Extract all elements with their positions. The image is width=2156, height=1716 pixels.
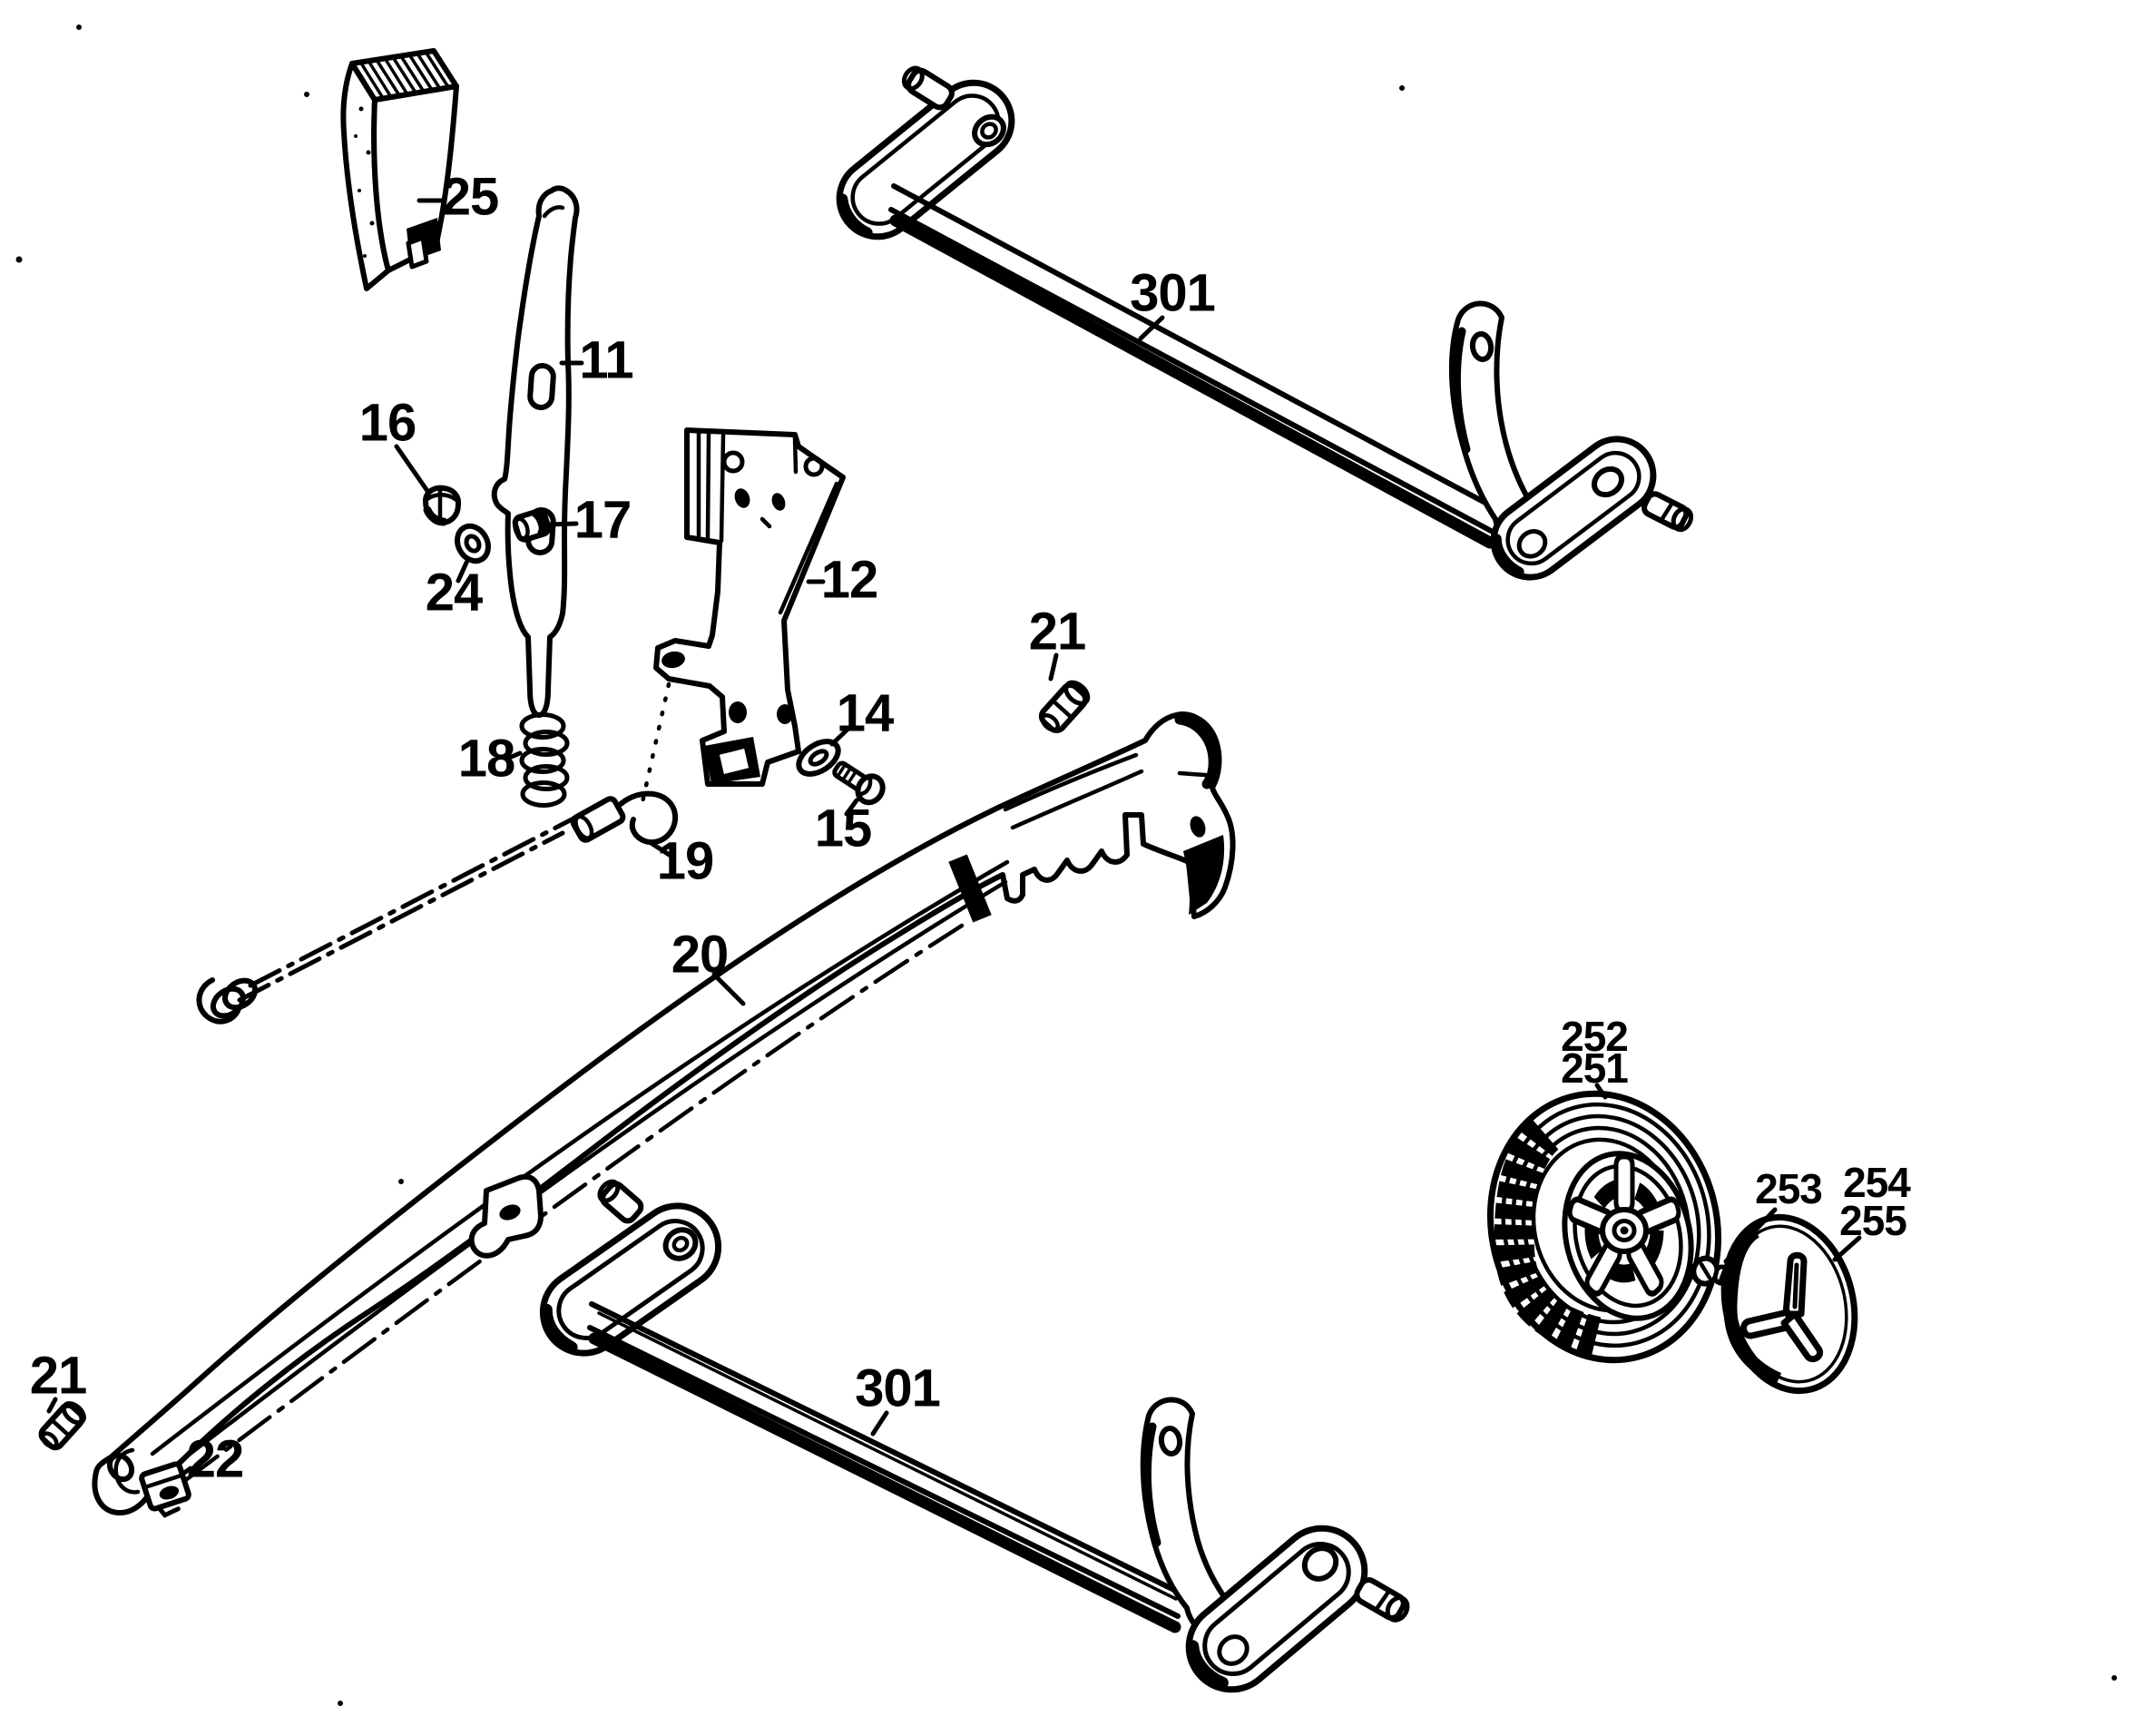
part-17-bolt xyxy=(512,508,552,543)
callout-301-bottom: 301 xyxy=(855,1358,940,1417)
callout-254: 254 xyxy=(1843,1159,1911,1206)
callout-labels: 25 11 16 17 24 12 18 14 15 19 20 21 21 2… xyxy=(30,167,1913,1488)
part-11-adjuster-lever xyxy=(491,185,580,718)
callout-12: 12 xyxy=(821,550,878,609)
callout-14: 14 xyxy=(837,683,894,742)
arm-head-hole xyxy=(1190,816,1206,838)
part-18-spring xyxy=(519,712,570,808)
callout-21-upper: 21 xyxy=(1029,602,1086,661)
part-21-bolt-upper xyxy=(1038,680,1091,733)
part-25-grip-cover xyxy=(340,48,459,291)
axle-bottom-right-stud xyxy=(1354,1577,1410,1623)
callout-21-lower: 21 xyxy=(30,1346,87,1405)
axle-bar-shadow xyxy=(588,1332,1181,1633)
callout-24: 24 xyxy=(426,563,483,622)
callout-15: 15 xyxy=(815,799,872,858)
bracket-hole-right xyxy=(803,456,825,477)
callout-19: 19 xyxy=(657,831,714,890)
callout-255: 255 xyxy=(1839,1197,1906,1244)
arm-head-details xyxy=(1003,714,1225,915)
part-254-255-hubcap xyxy=(1720,1213,1858,1395)
part-15-screw xyxy=(832,760,886,806)
bracket-tab-hole xyxy=(662,651,685,669)
lever-upper-slot xyxy=(527,363,556,410)
callout-11: 11 xyxy=(579,330,632,389)
part-22-clip-nut xyxy=(139,1461,191,1518)
axle-top-right-stud xyxy=(1641,491,1694,533)
arm-end-hole xyxy=(106,1452,135,1483)
part-12-mounting-bracket xyxy=(640,427,846,805)
callout-301-top: 301 xyxy=(1130,263,1215,322)
callout-18: 18 xyxy=(458,729,515,788)
callout-25: 25 xyxy=(442,167,499,226)
grip-speckles xyxy=(354,106,375,258)
callout-16: 16 xyxy=(359,393,416,452)
part-16-nut xyxy=(423,485,462,526)
part-301-axle-bottom xyxy=(539,1179,1410,1693)
part-14-washer xyxy=(796,739,841,777)
axle-top-left-stud xyxy=(901,65,955,111)
part-21-bolt-lower xyxy=(38,1401,86,1451)
callout-22: 22 xyxy=(187,1429,244,1488)
part-301-axle-top xyxy=(836,65,1694,581)
axle-bar-top-edge xyxy=(891,183,1498,511)
axle-bottom-left-stud xyxy=(597,1179,644,1224)
axle-top-left-plate xyxy=(836,79,1015,240)
callout-253: 253 xyxy=(1755,1165,1822,1212)
callout-251: 251 xyxy=(1561,1044,1628,1092)
bracket-hole-left xyxy=(721,450,745,474)
part-20-adjuster-arm xyxy=(92,711,1236,1515)
link-hook-end xyxy=(618,790,679,846)
grip-hatching xyxy=(358,50,450,100)
axle-bar-shadow xyxy=(889,214,1496,549)
callout-252: 252 xyxy=(1561,1013,1628,1060)
assembly-center-line xyxy=(640,681,671,805)
arm-mid-tab xyxy=(468,1173,544,1259)
callout-20: 20 xyxy=(671,925,729,984)
wheel-sidewall-stipple xyxy=(1494,1119,1602,1357)
hubcap-y-spokes xyxy=(1740,1251,1823,1363)
callout-17: 17 xyxy=(574,490,632,549)
part-24-washer xyxy=(455,523,491,564)
arm-dark-band xyxy=(948,854,992,923)
leader-lines xyxy=(46,198,1862,1478)
scan-specks xyxy=(15,25,2117,1706)
part-251-252-wheel xyxy=(1486,1090,1722,1364)
part-19-spring-link xyxy=(196,790,679,1025)
